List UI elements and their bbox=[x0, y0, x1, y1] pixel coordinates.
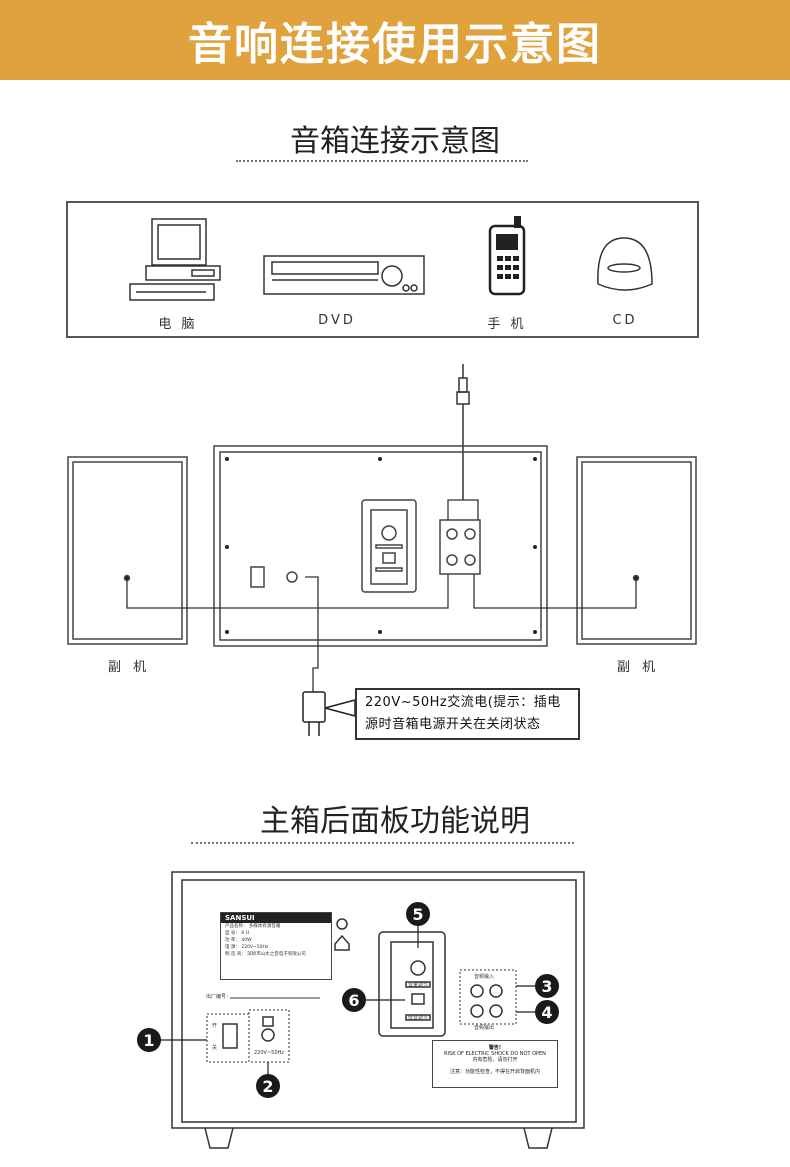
callout-2: 2 bbox=[256, 1074, 280, 1098]
power-rating-label: 220V~50Hz bbox=[254, 1050, 284, 1056]
computer-icon bbox=[129, 218, 221, 301]
plate-line: 型 号： 6 H bbox=[225, 931, 250, 936]
plate-line: 功 率： 40W bbox=[225, 938, 252, 943]
warning-label: 警告! RISK OF ELECTRIC SHOCK DO NOT OPEN 内… bbox=[432, 1040, 558, 1088]
audio-plug-icon bbox=[456, 364, 470, 500]
serial-label: 出厂编号： bbox=[206, 994, 232, 1000]
title-underline bbox=[236, 160, 528, 162]
power-note-line1: 220V~50Hz交流电(提示：插电 bbox=[365, 695, 561, 710]
source-label-cd: CD bbox=[612, 313, 638, 328]
plate-line: 产品名称： 多媒体有源音箱 bbox=[225, 924, 281, 929]
callout-5: 5 bbox=[406, 902, 430, 926]
warning-line: 内有危险，请勿打开 bbox=[472, 1057, 518, 1063]
banner: 音响连接使用示意图 bbox=[0, 0, 790, 80]
input-bottom-label: 音频输出 bbox=[474, 1025, 495, 1031]
callout-3: 3 bbox=[535, 974, 559, 998]
dvd-player-icon bbox=[263, 255, 425, 295]
source-label-phone: 手 机 bbox=[487, 317, 527, 332]
nameplate: SANSUI 产品名称： 多媒体有源音箱 型 号： 6 H 功 率： 40W 电… bbox=[220, 912, 332, 980]
power-note-line2: 源时音箱电源开关在关闭状态 bbox=[365, 717, 541, 732]
callout-4: 4 bbox=[535, 1000, 559, 1024]
callout-1: 1 bbox=[137, 1028, 161, 1052]
mobile-phone-icon bbox=[488, 216, 526, 296]
source-label-dvd: DVD bbox=[318, 313, 356, 328]
power-note: 220V~50Hz交流电(提示：插电 源时音箱电源开关在关闭状态 bbox=[355, 688, 580, 740]
banner-title: 音响连接使用示意图 bbox=[188, 19, 602, 70]
connection-cables bbox=[126, 499, 637, 692]
brand-logo: SANSUI bbox=[221, 913, 331, 923]
left-satellite-speaker bbox=[67, 456, 188, 645]
warning-title: 警告! bbox=[488, 1045, 502, 1051]
callout-6: 6 bbox=[342, 988, 366, 1012]
input-top-label: 音频输入 bbox=[474, 974, 495, 980]
knob-bottom-label: 低音调节 bbox=[408, 1015, 429, 1021]
switch-off-label: 关 bbox=[212, 1045, 218, 1051]
section-title-connection: 音箱连接示意图 bbox=[290, 124, 500, 159]
plate-line: 制 造 商： 深圳市山水之音电子有限公司 bbox=[225, 952, 306, 957]
plate-line: 电 源： 220V~50Hz bbox=[225, 945, 269, 950]
warning-line: 注意：功能性检查，不得在开启背面机内 bbox=[449, 1069, 540, 1075]
title-underline bbox=[191, 842, 574, 844]
power-plug-icon bbox=[302, 691, 356, 736]
source-devices-box bbox=[66, 201, 699, 338]
switch-on-label: 开 bbox=[212, 1023, 218, 1029]
cd-player-icon bbox=[597, 237, 653, 291]
knob-top-label: 音量调节 bbox=[408, 982, 429, 988]
right-satellite-speaker bbox=[576, 456, 697, 645]
main-speaker-unit bbox=[213, 445, 548, 647]
left-satellite-label: 副 机 bbox=[108, 660, 151, 675]
rear-panel-detail bbox=[171, 871, 585, 1149]
callout-lines bbox=[160, 926, 535, 1074]
right-satellite-label: 副 机 bbox=[617, 660, 660, 675]
source-label-computer: 电 脑 bbox=[158, 317, 198, 332]
warning-line: RISK OF ELECTRIC SHOCK DO NOT OPEN bbox=[444, 1051, 546, 1057]
section-title-rear-panel: 主箱后面板功能说明 bbox=[260, 804, 530, 839]
